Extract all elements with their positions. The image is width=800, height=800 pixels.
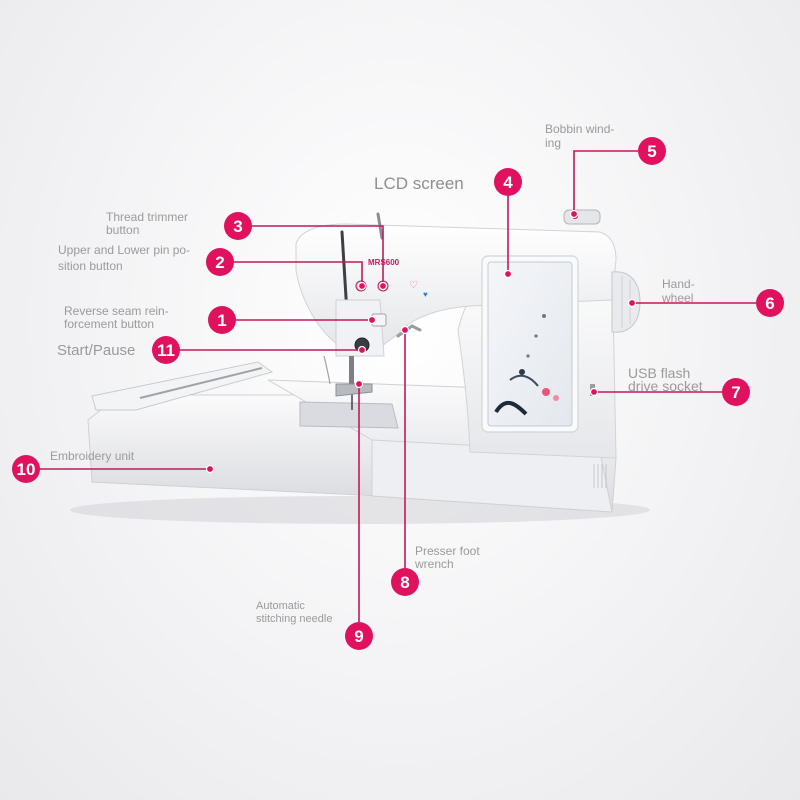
- callout-label-9: Automatic stitching needle: [256, 600, 332, 625]
- sewing-machine-illustration: MRS600 ♡ ♥: [70, 209, 650, 524]
- marker-dot-8: [400, 325, 410, 335]
- callout-label-3: Thread trimmer button: [106, 210, 191, 237]
- svg-text:2: 2: [215, 253, 224, 272]
- marker-dot-7: [589, 387, 599, 397]
- callout-badge-5: 5: [638, 137, 666, 165]
- callout-badge-4: 4: [494, 168, 522, 196]
- callout-label-2: Upper and Lower pin po- sition button: [58, 243, 193, 273]
- svg-text:4: 4: [503, 173, 513, 192]
- callout-badge-8: 8: [391, 568, 419, 596]
- callout-labels: Reverse seam rein- forcement button Uppe…: [50, 122, 703, 625]
- callout-label-6: Hand- wheel: [661, 277, 698, 305]
- embroidery-arm: [91, 361, 274, 411]
- heart-icon: ♡: [409, 280, 418, 291]
- thread-line: [323, 355, 331, 385]
- marker-dot-5: [569, 209, 579, 219]
- marker-dot-10: [205, 464, 215, 474]
- svg-text:5: 5: [647, 142, 656, 161]
- svg-text:7: 7: [731, 383, 740, 402]
- callout-badge-7: 7: [722, 378, 750, 406]
- callout-badge-3: 3: [224, 212, 252, 240]
- embroidery-arm-rail: [139, 367, 263, 399]
- base-vent: [593, 464, 607, 488]
- leader-lines: [40, 150, 756, 622]
- leader-2: [234, 261, 363, 286]
- callout-badge-2: 2: [206, 248, 234, 276]
- blue-heart-icon: ♥: [423, 290, 428, 299]
- callout-label-11: Start/Pause: [57, 342, 135, 359]
- lcd-artwork: [494, 314, 559, 416]
- marker-dot-11: [357, 345, 367, 355]
- marker-dot-3: [378, 281, 388, 291]
- svg-text:9: 9: [354, 627, 363, 646]
- callout-label-10: Embroidery unit: [50, 449, 135, 463]
- marker-dot-2: [357, 281, 367, 291]
- hand-wheel: [611, 271, 641, 333]
- callout-label-4: LCD screen: [374, 174, 464, 193]
- marker-dot-1: [367, 315, 377, 325]
- leader-3: [252, 225, 384, 286]
- leader-5: [573, 150, 638, 214]
- marker-dot-9: [354, 379, 364, 389]
- needle-plate: [299, 401, 399, 429]
- callout-badge-6: 6: [756, 289, 784, 317]
- machine-head: [335, 299, 385, 357]
- callout-label-7: USB flash drive socket: [628, 365, 703, 394]
- marker-dot-4: [503, 269, 513, 279]
- callout-badge-1: 1: [208, 306, 236, 334]
- needle-bar: [349, 356, 354, 386]
- svg-text:8: 8: [400, 573, 409, 592]
- svg-text:3: 3: [233, 217, 242, 236]
- marker-dot-6: [627, 298, 637, 308]
- callout-label-5: Bobbin wind- ing: [545, 122, 618, 150]
- svg-text:6: 6: [765, 294, 774, 313]
- svg-text:10: 10: [17, 460, 36, 479]
- svg-text:1: 1: [217, 311, 226, 330]
- callout-label-1: Reverse seam rein- forcement button: [64, 304, 172, 331]
- callout-badge-11: 11: [152, 336, 180, 364]
- callout-badge-9: 9: [345, 622, 373, 650]
- callout-badges: 1 2 3 4 5 6 7 8: [12, 137, 784, 650]
- model-badge: MRS600: [368, 258, 400, 267]
- callout-label-8: Presser foot wrench: [414, 544, 483, 571]
- svg-text:11: 11: [157, 341, 175, 360]
- callout-badge-10: 10: [12, 455, 40, 483]
- lcd-screen: [487, 261, 573, 427]
- bobbin-winder: [563, 209, 601, 225]
